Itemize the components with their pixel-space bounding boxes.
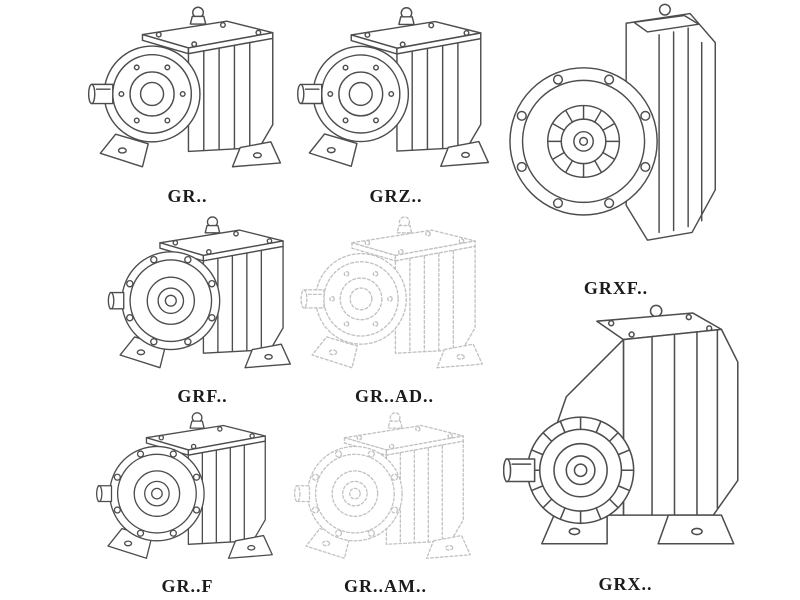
gearbox-grf-drawing [100,212,305,384]
figure-gr-f: GR..F [85,408,290,598]
figure-gr: GR.. [85,2,290,208]
figure-grf-label: GRF.. [177,386,228,406]
gearbox-gr-drawing [85,2,290,184]
gearbox-grx-drawing [503,296,748,572]
figure-grf: GRF.. [100,212,305,408]
figure-grxf-label: GRXF.. [583,278,649,298]
gearbox-gr-am-drawing [283,408,488,574]
figure-grx-label: GRX.. [598,574,653,594]
gearbox-grz-drawing [296,2,496,184]
gearbox-grxf-drawing [497,0,735,276]
figure-gr-ad: GR..AD.. [292,212,497,408]
figure-gr-ad-label: GR..AD.. [355,386,434,406]
figure-grx: GRX.. [503,296,748,596]
figure-gr-am-label: GR..AM.. [344,576,427,596]
figure-gr-f-label: GR..F [161,576,214,596]
figure-gr-label: GR.. [167,186,208,206]
gearbox-gr-ad-drawing [292,212,497,384]
figure-grz-label: GRZ.. [369,186,423,206]
figure-gr-am: GR..AM.. [283,408,488,598]
figure-grxf: GRXF.. [497,0,735,300]
figure-grz: GRZ.. [296,2,496,208]
gearbox-gr-f-drawing [85,408,290,574]
